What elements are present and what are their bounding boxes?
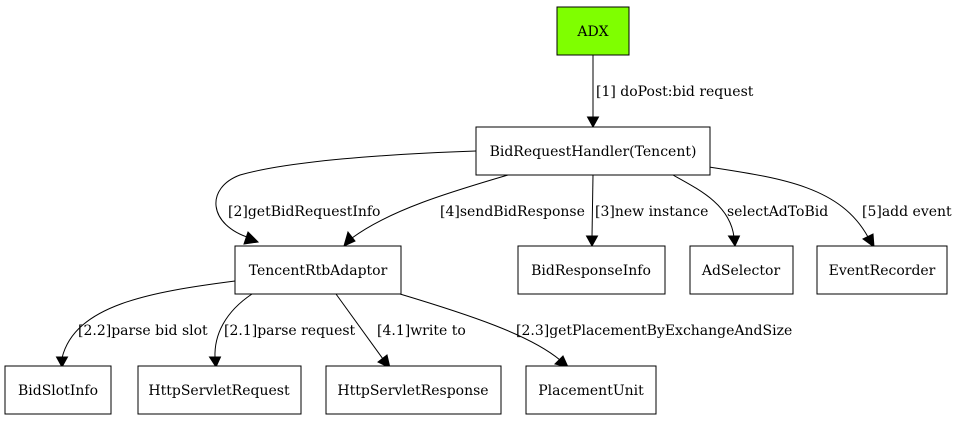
node-adx-box <box>556 6 630 56</box>
node-placement-unit: PlacementUnit <box>525 365 657 415</box>
node-bid-request-handler: BidRequestHandler(Tencent) <box>475 126 711 176</box>
edge-label-select-ad-to-bid: selectAdToBid <box>727 204 828 220</box>
edge-do-post: [1] doPost:bid request <box>586 55 754 129</box>
node-http-servlet-request: HttpServletRequest <box>137 365 302 415</box>
node-event-recorder-label: EventRecorder <box>829 263 936 279</box>
node-http-servlet-response-label: HttpServletResponse <box>337 383 488 399</box>
node-http-servlet-response: HttpServletResponse <box>325 365 502 415</box>
edge-new-instance: [3]new instance <box>585 174 708 248</box>
edge-label-parse-request: [2.1]parse request <box>224 323 356 339</box>
edge-label-get-bid-request-info: [2]getBidRequestInfo <box>228 204 381 220</box>
node-ad-selector-label: AdSelector <box>701 263 781 279</box>
node-tencent-rtb-adaptor: TencentRtbAdaptor <box>234 245 402 295</box>
edge-get-bid-request-info: [2]getBidRequestInfo <box>215 150 477 245</box>
edge-label-write-to: [4.1]write to <box>377 323 466 339</box>
edge-parse-request: [2.1]parse request <box>208 293 356 369</box>
edge-label-parse-bid-slot: [2.2]parse bid slot <box>78 323 208 339</box>
node-adx-label: ADX <box>576 24 608 40</box>
edge-send-bid-response: [4]sendBidResponse <box>343 174 585 247</box>
edge-parse-bid-slot: [2.2]parse bid slot <box>55 280 236 369</box>
node-placement-unit-label: PlacementUnit <box>538 383 644 399</box>
edge-select-ad-to-bid: selectAdToBid <box>672 174 828 248</box>
edge-label-send-bid-response: [4]sendBidResponse <box>440 204 585 220</box>
node-event-recorder: EventRecorder <box>816 245 948 295</box>
node-ad-selector: AdSelector <box>689 245 794 295</box>
node-http-servlet-request-label: HttpServletRequest <box>148 383 290 399</box>
node-bid-response-info-label: BidResponseInfo <box>531 263 651 279</box>
edge-label-do-post: [1] doPost:bid request <box>596 84 754 100</box>
edge-label-get-placement: [2.3]getPlacementByExchangeAndSize <box>516 323 792 339</box>
node-adx: ADX <box>556 6 630 56</box>
edge-add-event: [5]add event <box>708 166 952 249</box>
node-bid-request-handler-label: BidRequestHandler(Tencent) <box>490 144 697 160</box>
edge-label-new-instance: [3]new instance <box>595 204 708 220</box>
node-bid-slot-info-label: BidSlotInfo <box>18 383 98 399</box>
node-bid-slot-info: BidSlotInfo <box>4 365 112 415</box>
edge-get-placement: [2.3]getPlacementByExchangeAndSize <box>399 293 792 368</box>
node-bid-response-info: BidResponseInfo <box>517 245 666 295</box>
edge-label-add-event: [5]add event <box>862 204 952 220</box>
node-tencent-rtb-adaptor-label: TencentRtbAdaptor <box>249 263 388 279</box>
edge-write-to: [4.1]write to <box>335 293 466 369</box>
